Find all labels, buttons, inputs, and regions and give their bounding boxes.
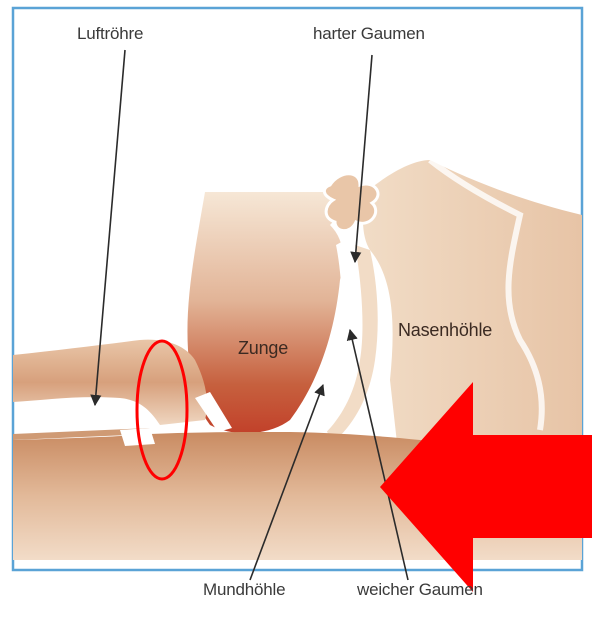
label-tongue: Zunge: [238, 338, 288, 359]
label-oral-cavity: Mundhöhle: [203, 580, 285, 600]
label-trachea: Luftröhre: [77, 24, 143, 44]
label-nasal-cavity: Nasenhöhle: [398, 320, 492, 341]
label-soft-palate: weicher Gaumen: [357, 580, 483, 600]
label-hard-palate: harter Gaumen: [313, 24, 425, 44]
